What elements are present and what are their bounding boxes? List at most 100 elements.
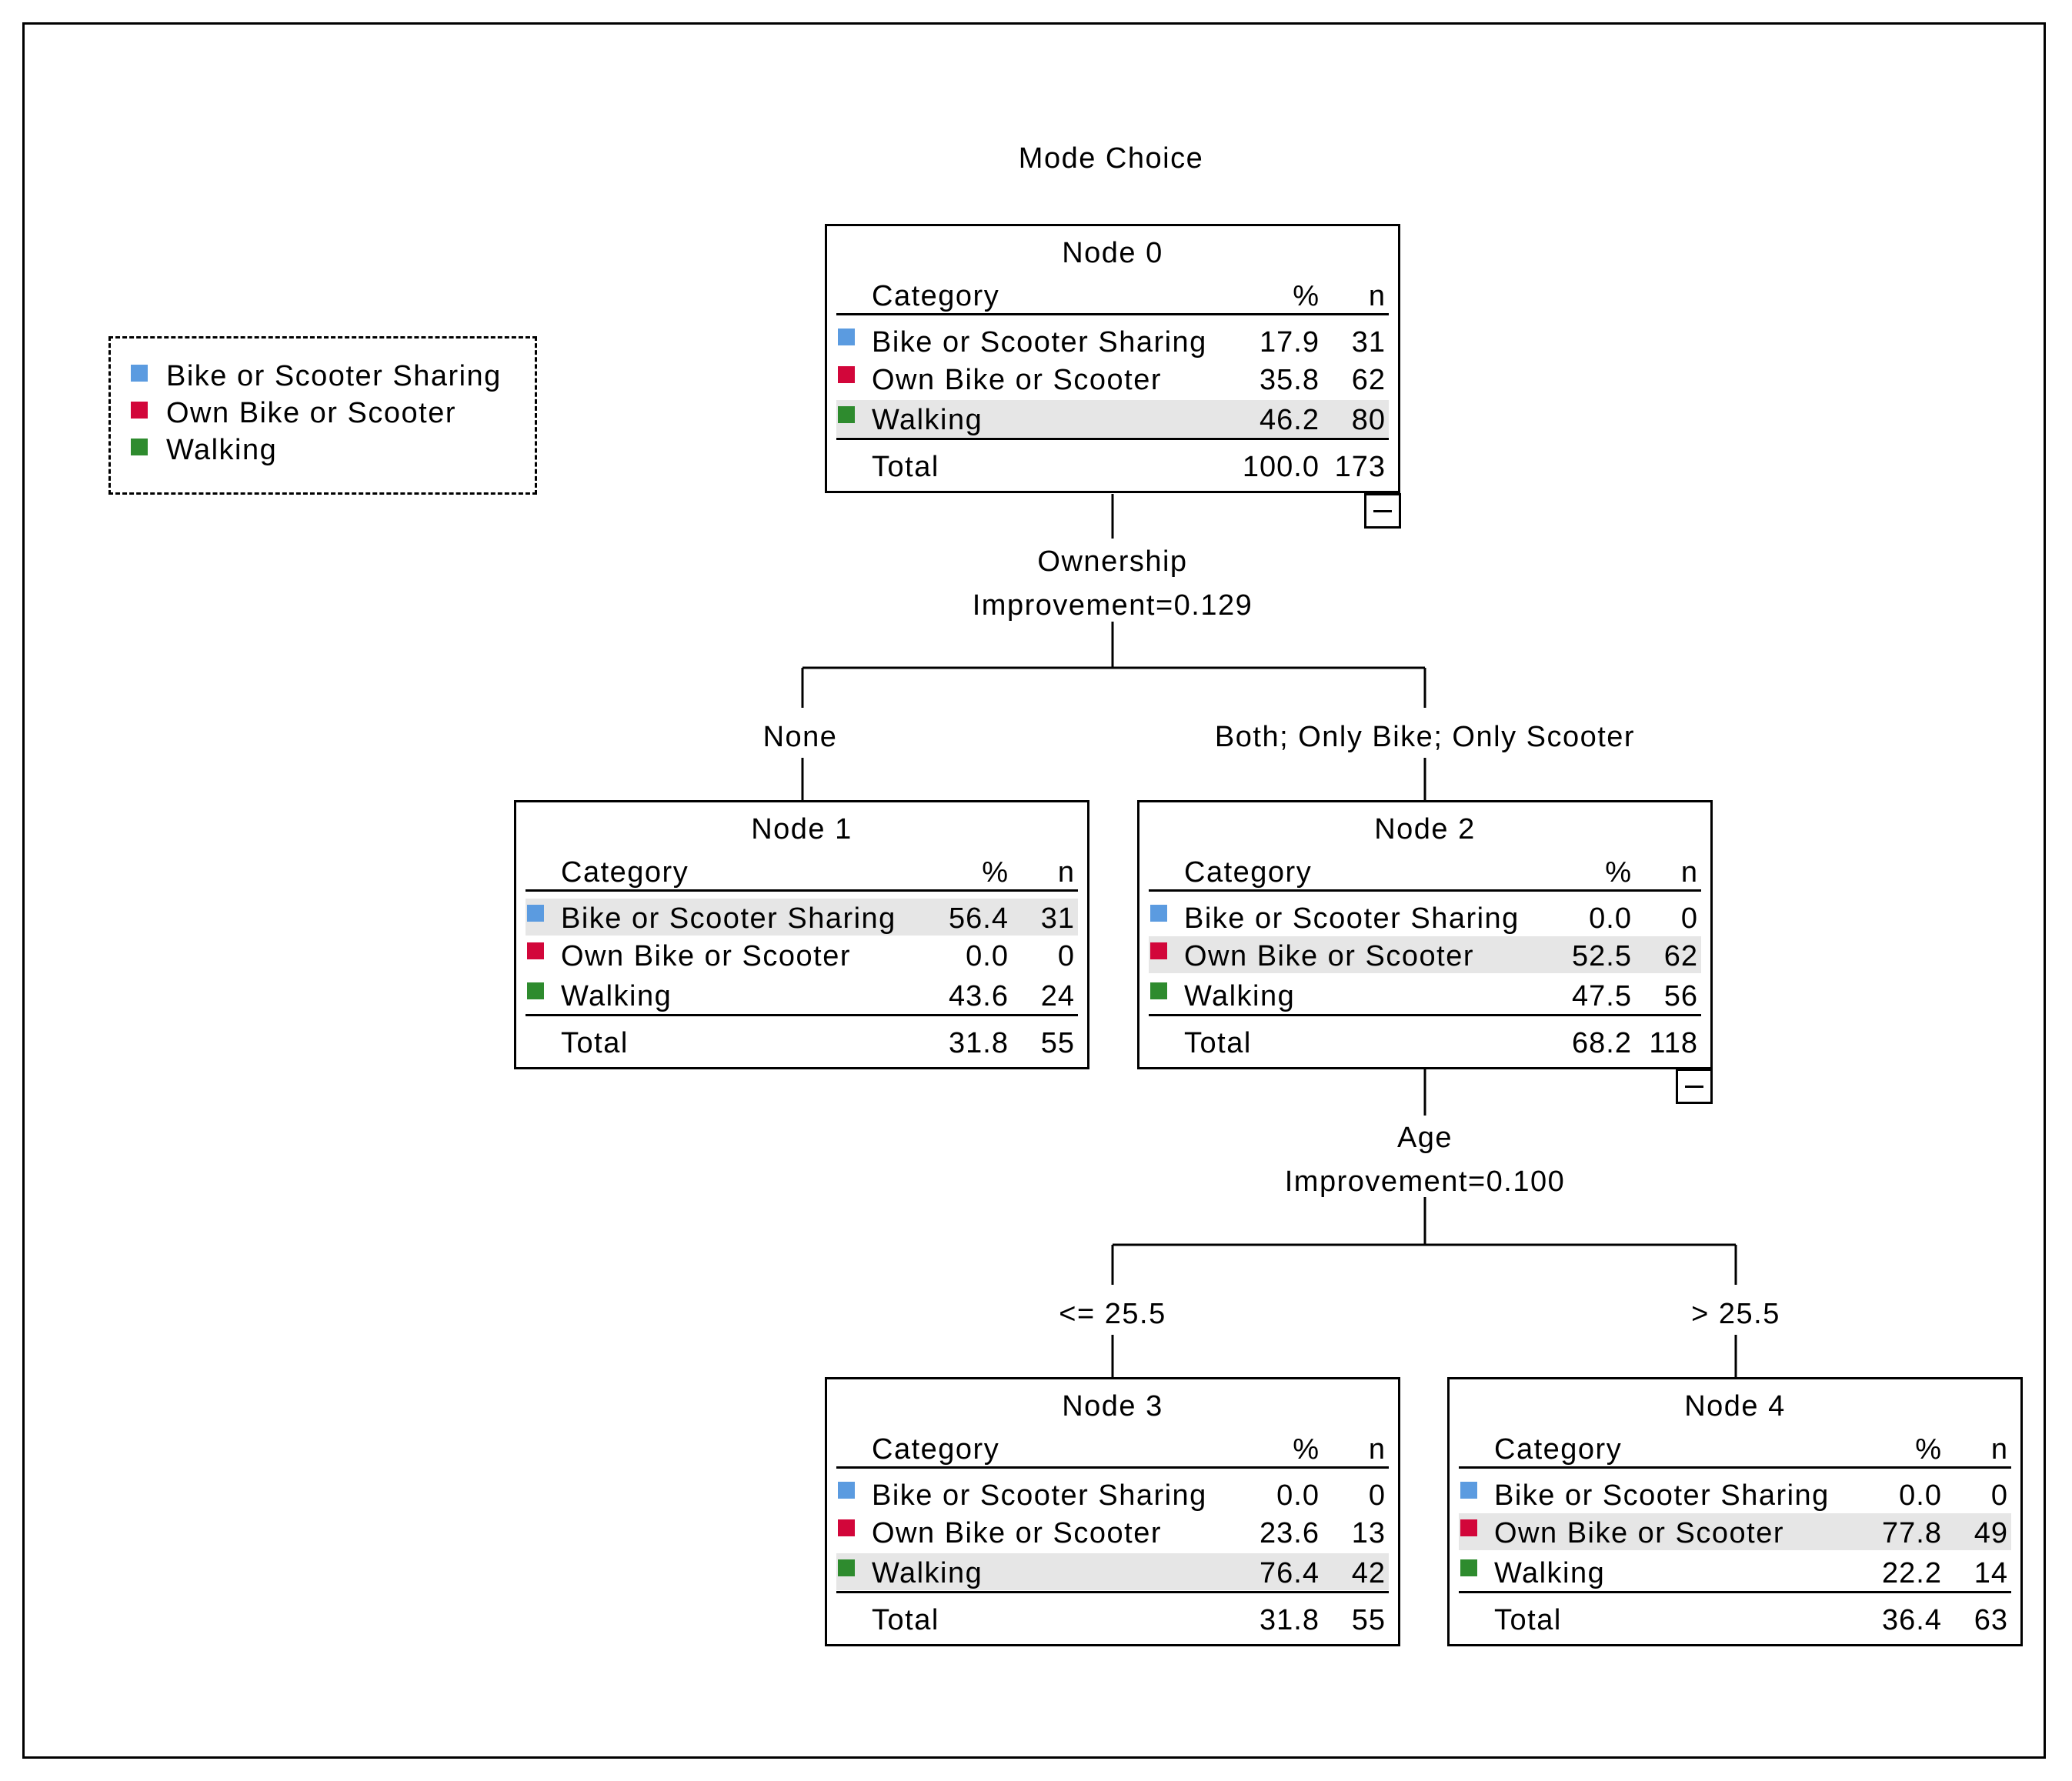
category-label: Bike or Scooter Sharing: [561, 902, 896, 935]
swatch-icon: [838, 1519, 855, 1536]
collapse-node-2-button[interactable]: [1676, 1069, 1713, 1104]
n-value: 24: [1040, 980, 1075, 1012]
node-row-own-bike-or-scooter: Own Bike or Scooter 0.0 0: [526, 936, 1078, 973]
n-header: n: [1057, 856, 1075, 889]
n-value: 0: [1990, 1479, 2008, 1512]
node-row-bike-or-scooter-sharing: Bike or Scooter Sharing 0.0 0: [836, 1476, 1389, 1513]
node-row-walking: Walking 47.5 56: [1149, 976, 1701, 1013]
pct-value: 22.2: [1882, 1557, 1942, 1589]
node-header-row: Category % n: [1459, 1429, 2011, 1466]
total-rule: [836, 1591, 1389, 1593]
node-row-bike-or-scooter-sharing: Bike or Scooter Sharing 0.0 0: [1149, 899, 1701, 936]
pct-header: %: [1293, 1433, 1320, 1466]
pct-header: %: [1605, 856, 1632, 889]
n-value: 0: [1057, 940, 1075, 972]
total-label: Total: [1494, 1604, 1562, 1636]
header-rule: [1459, 1466, 2011, 1469]
swatch-icon: [527, 982, 544, 999]
category-label: Own Bike or Scooter: [561, 940, 851, 972]
swatch-icon: [838, 329, 855, 345]
n-value: 13: [1351, 1517, 1386, 1549]
category-label: Walking: [561, 980, 672, 1012]
total-n: 173: [1334, 451, 1386, 483]
node-header-row: Category % n: [526, 852, 1078, 889]
header-rule: [836, 313, 1389, 315]
node-row-bike-or-scooter-sharing: Bike or Scooter Sharing 56.4 31: [526, 899, 1078, 936]
node-header-row: Category % n: [836, 276, 1389, 313]
total-label: Total: [872, 1604, 939, 1636]
pct-value: 77.8: [1882, 1517, 1942, 1549]
legend-label: Bike or Scooter Sharing: [166, 360, 502, 392]
split-improvement-age: Improvement=0.100: [1284, 1166, 1566, 1198]
tree-node-3[interactable]: Node 3 Category % n Bike or Scooter Shar…: [825, 1377, 1400, 1646]
tree-node-2[interactable]: Node 2 Category % n Bike or Scooter Shar…: [1137, 800, 1713, 1069]
n-value: 62: [1663, 940, 1698, 972]
tree-node-0[interactable]: Node 0 Category % n Bike or Scooter Shar…: [825, 224, 1400, 493]
branch-label-owners: Both; Only Bike; Only Scooter: [1211, 722, 1639, 752]
split-variable-age: Age: [1396, 1122, 1453, 1154]
node-row-walking: Walking 43.6 24: [526, 976, 1078, 1013]
total-rule: [526, 1014, 1078, 1016]
total-n: 55: [1351, 1604, 1386, 1636]
n-value: 56: [1663, 980, 1698, 1012]
swatch-icon: [1460, 1559, 1477, 1576]
total-label: Total: [561, 1027, 629, 1059]
category-header: Category: [872, 1433, 1000, 1466]
n-value: 49: [1974, 1517, 2008, 1549]
node-row-walking: Walking 76.4 42: [836, 1553, 1389, 1590]
node-header-row: Category % n: [1149, 852, 1701, 889]
n-value: 0: [1368, 1479, 1386, 1512]
category-header: Category: [872, 280, 1000, 312]
category-label: Own Bike or Scooter: [872, 1517, 1162, 1549]
diagram-title: Mode Choice: [1018, 142, 1204, 175]
pct-header: %: [1293, 280, 1320, 312]
category-label: Own Bike or Scooter: [1494, 1517, 1784, 1549]
total-rule: [1149, 1014, 1701, 1016]
tree-node-4[interactable]: Node 4 Category % n Bike or Scooter Shar…: [1447, 1377, 2023, 1646]
n-value: 31: [1351, 326, 1386, 359]
swatch-icon: [1150, 905, 1167, 922]
node-title: Node 4: [1684, 1390, 1786, 1422]
swatch-icon: [527, 942, 544, 959]
pct-value: 0.0: [966, 940, 1009, 972]
total-label: Total: [872, 451, 939, 483]
branch-label-age-gt: > 25.5: [1688, 1299, 1783, 1329]
legend-swatch-icon: [131, 402, 148, 419]
split-improvement-ownership: Improvement=0.129: [972, 589, 1253, 622]
n-value: 80: [1351, 404, 1386, 436]
category-header: Category: [561, 856, 689, 889]
n-value: 62: [1351, 364, 1386, 396]
node-title: Node 1: [751, 813, 852, 845]
n-header: n: [1368, 1433, 1386, 1466]
total-label: Total: [1184, 1027, 1252, 1059]
node-row-bike-or-scooter-sharing: Bike or Scooter Sharing 17.9 31: [836, 322, 1389, 359]
n-header: n: [1990, 1433, 2008, 1466]
pct-value: 0.0: [1589, 902, 1632, 935]
legend-swatch-icon: [131, 439, 148, 455]
legend-swatch-icon: [131, 365, 148, 382]
category-label: Walking: [1184, 980, 1296, 1012]
category-label: Walking: [1494, 1557, 1606, 1589]
category-header: Category: [1494, 1433, 1623, 1466]
swatch-icon: [838, 366, 855, 383]
total-n: 55: [1040, 1027, 1075, 1059]
category-label: Bike or Scooter Sharing: [872, 1479, 1207, 1512]
total-pct: 31.8: [1260, 1604, 1320, 1636]
n-header: n: [1368, 280, 1386, 312]
split-variable-ownership: Ownership: [1037, 545, 1188, 578]
swatch-icon: [1150, 982, 1167, 999]
pct-value: 56.4: [949, 902, 1009, 935]
legend-label: Own Bike or Scooter: [166, 397, 456, 429]
category-label: Bike or Scooter Sharing: [1184, 902, 1520, 935]
node-row-walking: Walking 22.2 14: [1459, 1553, 2011, 1590]
node-total-row: Total 68.2 118: [1149, 1023, 1701, 1060]
node-row-own-bike-or-scooter: Own Bike or Scooter 77.8 49: [1459, 1513, 2011, 1550]
branch-label-none: None: [759, 722, 841, 752]
tree-node-1[interactable]: Node 1 Category % n Bike or Scooter Shar…: [514, 800, 1089, 1069]
swatch-icon: [1150, 942, 1167, 959]
collapse-node-0-button[interactable]: [1364, 493, 1401, 529]
n-value: 0: [1680, 902, 1698, 935]
n-value: 31: [1040, 902, 1075, 935]
swatch-icon: [838, 1559, 855, 1576]
